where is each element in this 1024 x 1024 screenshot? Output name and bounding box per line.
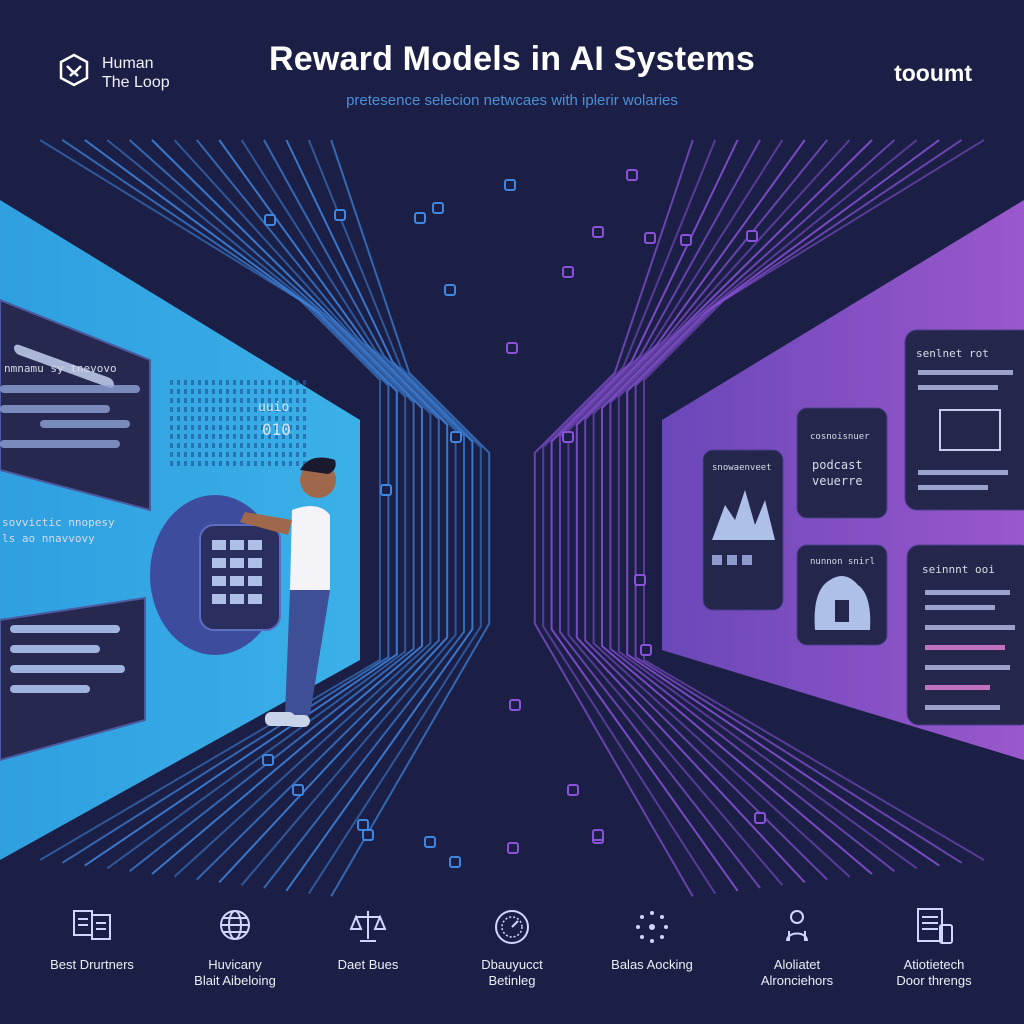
page-title: Reward Models in AI Systems [269,40,755,78]
right-panel-5-heading: nunnon snirl [810,557,876,567]
right-panel-4-heading: cosnoisnuer [810,432,870,442]
circuit-node [444,284,456,296]
footer-label-line-2: Door threngs [896,973,972,988]
circuit-node [504,179,516,191]
checklist-icon [917,908,953,944]
left-panel-top [0,298,151,512]
circuit-node [264,214,276,226]
network-icon [636,911,668,943]
circuit-node [640,644,652,656]
footer-label-line-2: Betinleg [488,973,536,988]
right-panel-6-heading: seinnnt ooi [922,563,995,576]
footer-item: Atiotietech Door threngs [864,905,1004,989]
footer-label-line-1: Dbauyucct [481,957,543,972]
footer-label-line-1: Best Drurtners [50,957,134,972]
left-panel-mid-heading: sovvictic nnopesy [2,516,115,529]
globe-icon [220,910,250,940]
circuit-node [380,484,392,496]
footer-item: Best Drurtners [22,905,162,973]
footer-item: Dbauyucct Betinleg [442,905,582,989]
held-screen [199,524,281,631]
circuit-node [432,202,444,214]
circuit-node [644,232,656,244]
right-panel-graph [702,449,784,611]
circuit-node [626,169,638,181]
footer-item: Aloliatet Alronciehors [727,905,867,989]
footer-item: Huvicany Blait Aibeloing [165,905,305,989]
left-panel-mid-heading-2: ls ao nnavvovy [2,532,95,545]
right-panel-1-heading: senlnet rot [916,347,989,360]
circuit-node [292,784,304,796]
panel-bar [14,344,114,388]
circuit-node [592,226,604,238]
documents-icon [73,910,111,940]
circuit-node [680,234,692,246]
footer-label-line-1: Daet Bues [337,957,399,972]
circuit-node [507,842,519,854]
scale-icon [349,911,387,942]
person-icon [786,910,808,942]
gauge-icon [495,910,529,944]
circuit-node [357,819,369,831]
footer-label-line-1: Atiotietech [903,957,965,972]
circuit-node [567,784,579,796]
dot-matrix [170,380,306,466]
right-panel-large-bottom [906,544,1024,726]
floating-value: 010 [262,420,291,439]
circuit-node [746,230,758,242]
footer-label-line-1: Huvicany [208,957,262,972]
circuit-node [562,266,574,278]
footer-label-line-1: Balas Aocking [611,957,693,972]
circuit-node [450,431,462,443]
circuit-node [424,836,436,848]
footer-label-line-2: Blait Aibeloing [194,973,276,988]
circuit-node [592,829,604,841]
floating-label: uuio [258,400,290,415]
left-panel-top-heading: nmnamu sy tnevovo [4,362,117,375]
circuit-node [562,431,574,443]
circuit-node [506,342,518,354]
circuit-node [414,212,426,224]
circuit-node [509,699,521,711]
circuit-node [449,856,461,868]
right-panel-4-line-3: veuerre [812,474,863,488]
right-panel-text [796,407,888,519]
circuit-node [754,812,766,824]
logo-line-1: Human [102,55,154,72]
footer-item: Daet Bues [298,905,438,973]
right-panel-large-top [904,329,1024,511]
right-panel-3-heading: snowaenveet [712,463,772,473]
logo-line-2: The Loop [102,74,170,91]
right-panel-4-line-2: podcast [812,458,863,472]
left-panel-bottom [0,596,146,762]
page-subtitle: pretesence selecion netwcaes with ipleri… [346,92,678,109]
footer-label-line-2: Alronciehors [760,973,834,988]
circuit-node [262,754,274,766]
person [240,457,336,727]
logo-icon [59,53,89,87]
circuit-node [634,574,646,586]
footer-label-line-1: Aloliatet [773,957,821,972]
footer-item: Balas Aocking [582,905,722,973]
brand-name: tooumt [894,60,972,86]
circuit-node [334,209,346,221]
right-panel-image [796,544,888,646]
